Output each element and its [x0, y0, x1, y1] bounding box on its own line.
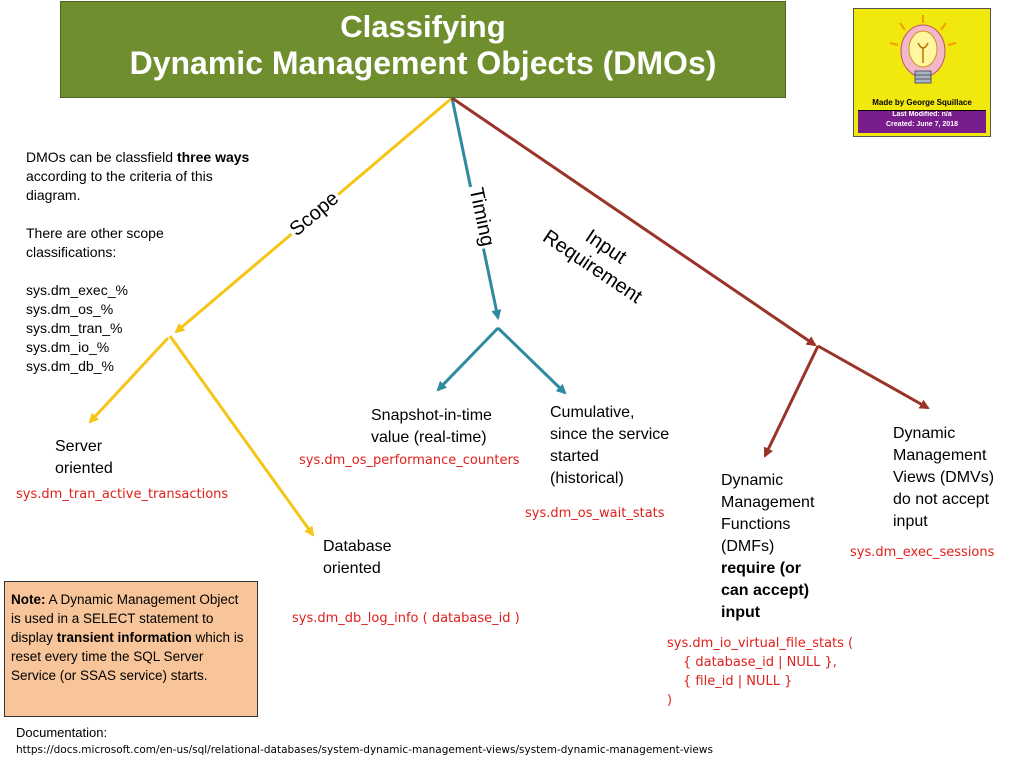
scope-database-arrow — [168, 335, 315, 537]
node-dmf: Dynamic Management Functions (DMFs) requ… — [721, 470, 814, 624]
intro-other-1: There are other scope — [26, 225, 164, 241]
node-dmf-line-2: Management — [721, 494, 815, 511]
title-line-2: Dynamic Management Objects (DMOs) — [129, 45, 717, 81]
node-database-line-1: Database — [323, 538, 392, 555]
node-snapshot-line-2: value (real-time) — [371, 429, 487, 446]
note-bold: transient information — [56, 630, 192, 645]
documentation-link[interactable]: https://docs.microsoft.com/en-us/sql/rel… — [16, 744, 713, 756]
node-server-line-2: oriented — [55, 460, 113, 477]
intro-line-1-bold: three ways — [176, 149, 250, 165]
example-dmf: sys.dm_io_virtual_file_stats ( { databas… — [667, 634, 853, 710]
node-dmv-line-2: Management — [893, 447, 987, 464]
intro-text: DMOs can be classfield three ways accord… — [26, 148, 249, 376]
title-line-1: Classifying — [340, 9, 506, 44]
input-dmf-arrow — [763, 345, 820, 458]
note-label: Note: — [11, 592, 46, 607]
prefix-item: sys.dm_db_% — [26, 358, 114, 374]
node-dmf-line-4: (DMFs) — [721, 538, 775, 555]
node-dmf-line-3: Functions — [721, 516, 791, 533]
prefix-item: sys.dm_exec_% — [26, 282, 128, 298]
node-dmf-line-1: Dynamic — [721, 472, 784, 489]
input-line — [451, 96, 817, 347]
node-dmv-line-5: input — [893, 513, 928, 530]
node-cumulative-line-1: Cumulative, — [550, 404, 635, 421]
node-server-line-1: Server — [55, 438, 103, 455]
input-dmv-arrow — [817, 344, 930, 410]
timing-cumulative-arrow — [496, 326, 567, 395]
node-dmv-line-3: Views (DMVs) — [893, 469, 995, 486]
node-database: Database oriented — [323, 536, 392, 580]
node-dmv-line-1: Dynamic — [893, 425, 956, 442]
example-cumulative: sys.dm_os_wait_stats — [525, 506, 665, 521]
author-badge: Last Modified: n/a Created: June 7, 2018… — [853, 8, 991, 137]
example-dmv: sys.dm_exec_sessions — [850, 545, 995, 560]
intro-line-1-pre: DMOs can be classfield — [26, 149, 177, 165]
node-cumulative-line-2: since the service — [550, 426, 670, 443]
note-box: Note: A Dynamic Management Object is use… — [4, 581, 258, 717]
node-cumulative-line-4: (historical) — [550, 470, 624, 487]
node-cumulative-line-3: started — [550, 448, 599, 465]
badge-last-modified: Last Modified: n/a — [892, 111, 952, 118]
example-dmf-line: { file_id | NULL } — [683, 674, 793, 689]
example-dmf-line: { database_id | NULL }, — [683, 655, 837, 670]
example-database: sys.dm_db_log_info ( database_id ) — [292, 611, 520, 626]
prefix-item: sys.dm_io_% — [26, 339, 110, 355]
intro-line-2: according to the criteria of this — [26, 168, 213, 184]
node-server: Server oriented — [55, 436, 113, 480]
intro-other-2: classifications: — [26, 244, 117, 260]
node-snapshot: Snapshot-in-time value (real-time) — [371, 405, 492, 449]
example-dmf-line: ) — [667, 693, 673, 708]
node-database-line-2: oriented — [323, 560, 381, 577]
example-snapshot: sys.dm_os_performance_counters — [299, 453, 520, 468]
intro-line-3: diagram. — [26, 187, 81, 203]
lightbulb-icon — [889, 15, 957, 84]
node-dmf-bold-3: input — [721, 604, 761, 621]
node-cumulative: Cumulative, since the service started (h… — [550, 402, 669, 490]
scope-server-arrow — [88, 336, 170, 424]
badge-author: Made by George Squillace — [858, 95, 986, 111]
node-dmf-bold-2: can accept) — [721, 582, 810, 599]
note-text-1: A Dynamic Management Object is used in a… — [11, 592, 239, 645]
node-snapshot-line-1: Snapshot-in-time — [371, 407, 492, 424]
example-dmf-line: sys.dm_io_virtual_file_stats ( — [667, 636, 854, 651]
title-box: Classifying Dynamic Management Objects (… — [60, 1, 786, 98]
node-dmf-bold-1: require (or — [721, 560, 802, 577]
timing-snapshot-arrow — [436, 326, 500, 392]
prefix-item: sys.dm_tran_% — [26, 320, 123, 336]
badge-created: Created: June 7, 2018 — [886, 121, 958, 128]
note-text-2: which is reset every time the SQL Server… — [11, 630, 244, 683]
prefix-item: sys.dm_os_% — [26, 301, 114, 317]
node-dmv-line-4: do not accept — [893, 491, 990, 508]
example-server: sys.dm_tran_active_transactions — [16, 487, 229, 502]
documentation-label: Documentation: — [16, 725, 108, 740]
node-dmv: Dynamic Management Views (DMVs) do not a… — [893, 423, 994, 533]
